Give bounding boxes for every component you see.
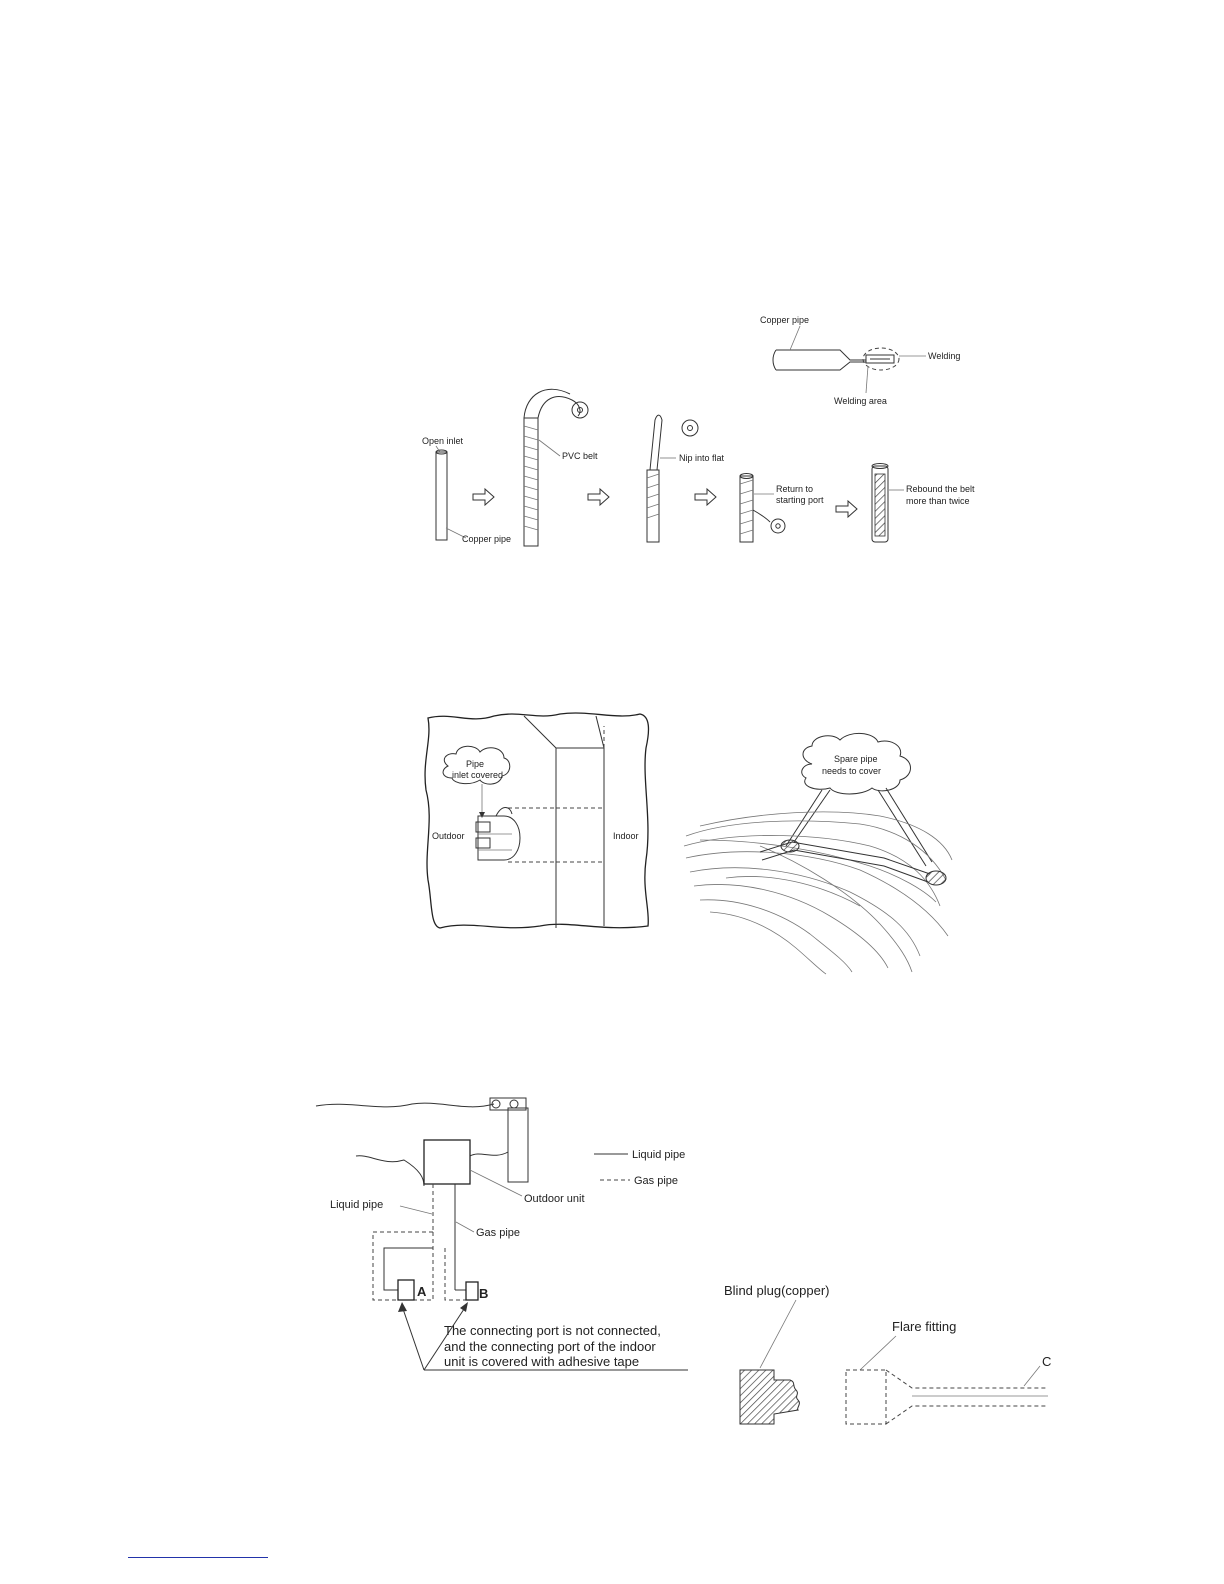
legend-liquid-label: Liquid pipe: [632, 1149, 685, 1161]
open-inlet-label: Open inlet: [422, 436, 464, 446]
note-line-2: and the connecting port of the indoor: [444, 1339, 656, 1354]
plug-diagram: Blind plug(copper) Flare fitting C: [724, 1283, 1051, 1425]
rebound-pipe: [871, 463, 889, 543]
cut-label: C: [1042, 1354, 1051, 1369]
wall-outline: [424, 712, 650, 929]
arrow-4: [835, 499, 858, 519]
pipe-end-left: [780, 839, 800, 853]
welding-area-label: Welding area: [834, 396, 887, 406]
legend-gas-label: Gas pipe: [634, 1175, 678, 1187]
footer-rule: [128, 1557, 268, 1558]
wall-diagram: Pipe inlet covered Outdoor Indoor: [424, 712, 650, 929]
return-label-1: Return to: [776, 484, 813, 494]
unit-b-box: [465, 1281, 479, 1301]
copper-pipe-label: Copper pipe: [760, 315, 809, 325]
note-line-1: The connecting port is not connected,: [444, 1323, 661, 1338]
blind-plug-shape: [739, 1369, 800, 1425]
rebound-label-2: more than twice: [906, 496, 970, 506]
outdoor-unit-label: Outdoor unit: [524, 1193, 585, 1205]
unit-a-label: A: [417, 1284, 427, 1299]
needs-to-cover-label: needs to cover: [822, 766, 881, 776]
rebound-label-1: Rebound the belt: [906, 484, 975, 494]
welding-label: Welding: [928, 351, 960, 361]
unit-a-box: [397, 1279, 415, 1301]
blind-plug-label: Blind plug(copper): [724, 1283, 830, 1298]
nip-into-flat-label: Nip into flat: [679, 453, 725, 463]
pvc-belt-pipe: [523, 388, 589, 547]
arrow-3: [694, 487, 717, 507]
welding-joint: [865, 354, 895, 364]
grass: [683, 811, 953, 975]
pvc-belt-label: PVC belt: [562, 451, 598, 461]
wrapping-diagram: Open inlet Copper pipe PVC belt: [422, 388, 975, 547]
welded-pipe: [776, 349, 866, 361]
inlet-covered-label: inlet covered: [452, 770, 503, 780]
connection-diagram: Outdoor unit Liquid pipe Gas pipe Liquid…: [315, 1097, 688, 1371]
copper-pipe-label-2: Copper pipe: [462, 534, 511, 544]
spare-pipe-diagram: Spare pipe needs to cover: [683, 733, 953, 975]
copper-pipe-open: [435, 449, 448, 541]
pipe-inlet-callout: [442, 745, 511, 785]
welding-area-circle: [862, 347, 900, 371]
arrow-1: [472, 487, 495, 507]
note-line-3: unit is covered with adhesive tape: [444, 1354, 639, 1369]
indoor-label: Indoor: [613, 831, 639, 841]
pipe-column: [507, 1107, 529, 1183]
return-pipe: [739, 473, 786, 543]
liquid-pipe-label: Liquid pipe: [330, 1199, 383, 1211]
unit-b-label: B: [479, 1286, 488, 1301]
flare-fitting-shape: [845, 1369, 887, 1425]
flare-fitting-label: Flare fitting: [892, 1319, 956, 1334]
outdoor-unit-box: [423, 1139, 471, 1185]
spare-pipe-label: Spare pipe: [834, 754, 878, 764]
pipe-label: Pipe: [466, 759, 484, 769]
pipe-end-right: [925, 870, 947, 886]
welding-diagram: Copper pipe Welding Welding area: [760, 315, 960, 406]
spare-pipe-callout: [801, 733, 911, 795]
outdoor-label: Outdoor: [432, 831, 465, 841]
arrow-2: [587, 487, 610, 507]
nip-flat-pipe: [646, 414, 699, 543]
gas-pipe-label: Gas pipe: [476, 1227, 520, 1239]
pipe-inlet: [475, 807, 521, 861]
ceiling-line: [315, 1102, 495, 1108]
return-label-2: starting port: [776, 495, 824, 505]
